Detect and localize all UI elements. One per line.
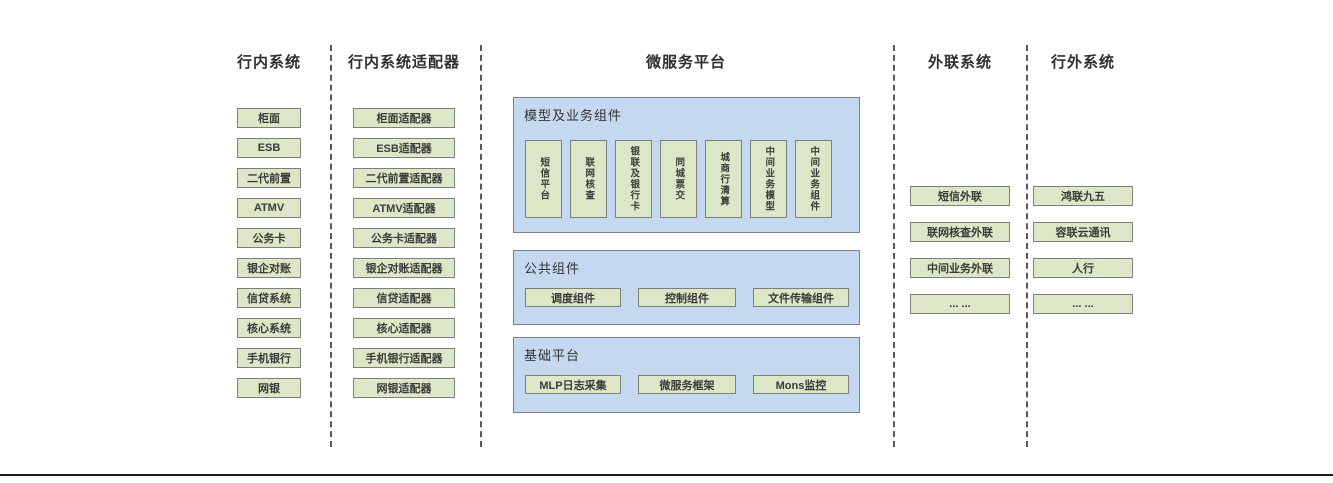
common-component-row: 调度组件 控制组件 文件传输组件 — [525, 288, 849, 307]
outside-box-honglian95: 鸿联九五 — [1033, 186, 1133, 206]
component-box-unionpay-bankcard: 银联及银行卡 — [615, 140, 652, 218]
system-box-guimian: 柜面 — [237, 108, 301, 128]
column-header-outside-bank-systems: 行外系统 — [1050, 54, 1115, 71]
system-box-gongwuka: 公务卡 — [237, 228, 301, 248]
system-box-erdaiqianzhi: 二代前置 — [237, 168, 301, 188]
component-label: 短信平台 — [538, 157, 550, 201]
system-box-xindai: 信贷系统 — [237, 288, 301, 308]
component-box-microservice-framework: 微服务框架 — [638, 375, 736, 394]
component-label: 城商行清算 — [718, 151, 730, 207]
adapter-box-erdaiqianzhi: 二代前置适配器 — [353, 168, 455, 188]
internal-systems-column: 柜面 ESB 二代前置 ATMV 公务卡 银企对账 信贷系统 核心系统 手机银行… — [237, 108, 301, 398]
component-box-scheduler: 调度组件 — [525, 288, 621, 307]
system-box-hexin: 核心系统 — [237, 318, 301, 338]
component-box-city-bank-clearing: 城商行清算 — [705, 140, 742, 218]
external-box-ellipsis: ... ... — [910, 294, 1010, 314]
divider-dashed-4 — [1026, 45, 1028, 447]
component-box-intermediate-business-model: 中间业务模型 — [750, 140, 787, 218]
adapter-box-xindai: 信贷适配器 — [353, 288, 455, 308]
column-header-internal-systems: 行内系统 — [236, 54, 301, 71]
component-label: 中间业务组件 — [808, 146, 820, 212]
panel-base-platform: 基础平台 MLP日志采集 微服务框架 Mons监控 — [513, 337, 860, 413]
divider-dashed-1 — [330, 45, 332, 447]
external-box-network-check-link: 联网核查外联 — [910, 222, 1010, 242]
outside-box-ellipsis: ... ... — [1033, 294, 1133, 314]
column-header-external-link-systems: 外联系统 — [927, 54, 992, 71]
panel-common-components: 公共组件 调度组件 控制组件 文件传输组件 — [513, 250, 860, 325]
column-header-internal-adapters: 行内系统适配器 — [347, 54, 460, 71]
outside-box-pboc: 人行 — [1033, 258, 1133, 278]
bottom-divider-line — [0, 474, 1333, 476]
panel-label: 公共组件 — [524, 261, 581, 276]
panel-model-business-components: 模型及业务组件 短信平台 联网核查 银联及银行卡 同城票交 城商行清算 中间业务… — [513, 97, 860, 233]
adapter-box-atmv: ATMV适配器 — [353, 198, 455, 218]
system-box-atmv: ATMV — [237, 198, 301, 218]
system-box-esb: ESB — [237, 138, 301, 158]
adapter-box-gongwuka: 公务卡适配器 — [353, 228, 455, 248]
outside-bank-systems-column: 鸿联九五 容联云通讯 人行 ... ... — [1033, 186, 1133, 314]
external-box-sms-link: 短信外联 — [910, 186, 1010, 206]
base-platform-row: MLP日志采集 微服务框架 Mons监控 — [525, 375, 849, 394]
panel-label: 模型及业务组件 — [524, 108, 623, 123]
internal-adapters-column: 柜面适配器 ESB适配器 二代前置适配器 ATMV适配器 公务卡适配器 银企对账… — [353, 108, 455, 398]
external-link-systems-column: 短信外联 联网核查外联 中间业务外联 ... ... — [910, 186, 1010, 314]
component-label: 同城票交 — [673, 157, 685, 201]
component-box-city-bill-exchange: 同城票交 — [660, 140, 697, 218]
component-box-network-check: 联网核查 — [570, 140, 607, 218]
column-header-microservice-platform: 微服务平台 — [645, 54, 726, 71]
component-label: 银联及银行卡 — [628, 146, 640, 212]
divider-dashed-3 — [893, 45, 895, 447]
panel-label: 基础平台 — [524, 348, 581, 363]
adapter-box-yinqiduizhang: 银企对账适配器 — [353, 258, 455, 278]
component-box-mons-monitoring: Mons监控 — [753, 375, 849, 394]
component-box-intermediate-business-component: 中间业务组件 — [795, 140, 832, 218]
system-box-shoujiyinhang: 手机银行 — [237, 348, 301, 368]
adapter-box-guimian: 柜面适配器 — [353, 108, 455, 128]
adapter-box-hexin: 核心适配器 — [353, 318, 455, 338]
external-box-intermediate-business-link: 中间业务外联 — [910, 258, 1010, 278]
adapter-box-esb: ESB适配器 — [353, 138, 455, 158]
component-box-file-transfer: 文件传输组件 — [753, 288, 849, 307]
component-box-sms-platform: 短信平台 — [525, 140, 562, 218]
component-label: 中间业务模型 — [763, 146, 775, 212]
model-component-row: 短信平台 联网核查 银联及银行卡 同城票交 城商行清算 中间业务模型 中间业务组… — [525, 140, 832, 218]
adapter-box-shoujiyinhang: 手机银行适配器 — [353, 348, 455, 368]
component-box-mlp-log-collection: MLP日志采集 — [525, 375, 621, 394]
divider-dashed-2 — [480, 45, 482, 447]
component-label: 联网核查 — [583, 157, 595, 201]
system-box-yinqiduizhang: 银企对账 — [237, 258, 301, 278]
outside-box-ronglian-cloud: 容联云通讯 — [1033, 222, 1133, 242]
system-box-wangyin: 网银 — [237, 378, 301, 398]
adapter-box-wangyin: 网银适配器 — [353, 378, 455, 398]
component-box-control: 控制组件 — [638, 288, 736, 307]
